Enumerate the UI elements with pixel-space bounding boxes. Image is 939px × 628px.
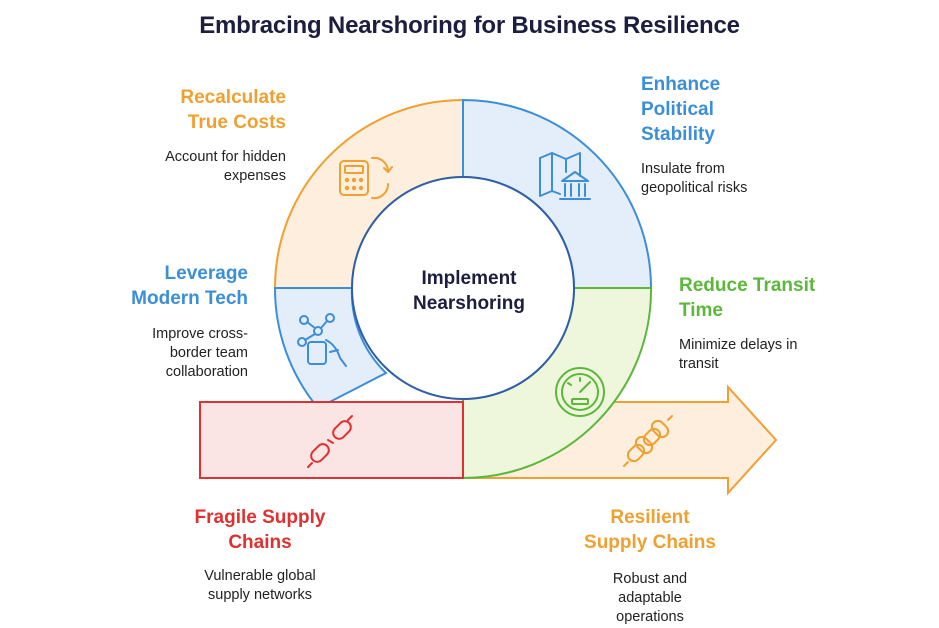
calculator-refresh-icon xyxy=(339,156,393,200)
heading-political-line-2: Political xyxy=(641,99,714,120)
center-line-2: Nearshoring xyxy=(413,293,525,314)
heading-transit: Reduce Transit Time xyxy=(679,273,879,323)
desc-tech-line-2: border team xyxy=(169,345,248,361)
speedometer-icon xyxy=(555,367,605,417)
desc-tech-line-1: Improve cross- xyxy=(152,326,248,342)
desc-fragile: Vulnerable global supply networks xyxy=(160,567,360,605)
fragile-box xyxy=(199,401,464,479)
desc-resilient-line-1: Robust and xyxy=(612,571,688,587)
desc-resilient-line-2: adaptable xyxy=(618,590,682,606)
desc-fragile-line-1: Vulnerable global xyxy=(204,568,316,584)
desc-costs-line-2: expenses xyxy=(223,168,286,184)
map-government-building-icon xyxy=(539,152,591,200)
desc-costs-line-1: Account for hidden xyxy=(165,149,286,165)
heading-transit-line-1: Reduce Transit xyxy=(679,275,816,296)
heading-costs-line-2: True Costs xyxy=(187,112,286,133)
hand-phone-network-icon xyxy=(297,313,347,367)
desc-political-line-1: Insulate from xyxy=(641,161,725,177)
heading-fragile-line-2: Chains xyxy=(228,532,292,553)
segment-tech xyxy=(273,287,388,410)
desc-transit-line-1: Minimize delays in xyxy=(679,337,798,353)
heading-political-line-3: Stability xyxy=(641,124,715,145)
heading-tech-line-1: Leverage xyxy=(164,263,248,284)
center-label: Implement Nearshoring xyxy=(384,266,554,316)
desc-costs: Account for hidden expenses xyxy=(100,148,286,186)
desc-tech: Improve cross- border team collaboration xyxy=(60,325,248,382)
desc-transit: Minimize delays in transit xyxy=(679,336,879,374)
desc-transit-line-2: transit xyxy=(679,356,719,372)
heading-costs-line-1: Recalculate xyxy=(180,87,286,108)
heading-tech-line-2: Modern Tech xyxy=(131,288,248,309)
desc-fragile-line-2: supply networks xyxy=(208,587,312,603)
desc-resilient: Robust and adaptable operations xyxy=(550,570,750,627)
heading-resilient-line-1: Resilient xyxy=(610,507,690,528)
desc-political: Insulate from geopolitical risks xyxy=(641,160,841,198)
center-line-1: Implement xyxy=(421,268,517,289)
heading-resilient-line-2: Supply Chains xyxy=(584,532,716,553)
heading-costs: Recalculate True Costs xyxy=(100,85,286,135)
heading-political: Enhance Political Stability xyxy=(641,72,841,147)
desc-tech-line-3: collaboration xyxy=(165,364,248,380)
strong-chain-icon xyxy=(623,415,673,467)
broken-chain-icon xyxy=(307,415,353,468)
heading-transit-line-2: Time xyxy=(679,300,724,321)
heading-fragile-line-1: Fragile Supply xyxy=(194,507,326,528)
heading-tech: Leverage Modern Tech xyxy=(60,261,248,311)
heading-political-line-1: Enhance xyxy=(641,74,721,95)
center-circle xyxy=(351,176,575,400)
desc-resilient-line-3: operations xyxy=(616,609,684,625)
page-title: Embracing Nearshoring for Business Resil… xyxy=(199,12,740,39)
desc-political-line-2: geopolitical risks xyxy=(641,180,748,196)
heading-resilient: Resilient Supply Chains xyxy=(550,505,750,555)
heading-fragile: Fragile Supply Chains xyxy=(160,505,360,555)
